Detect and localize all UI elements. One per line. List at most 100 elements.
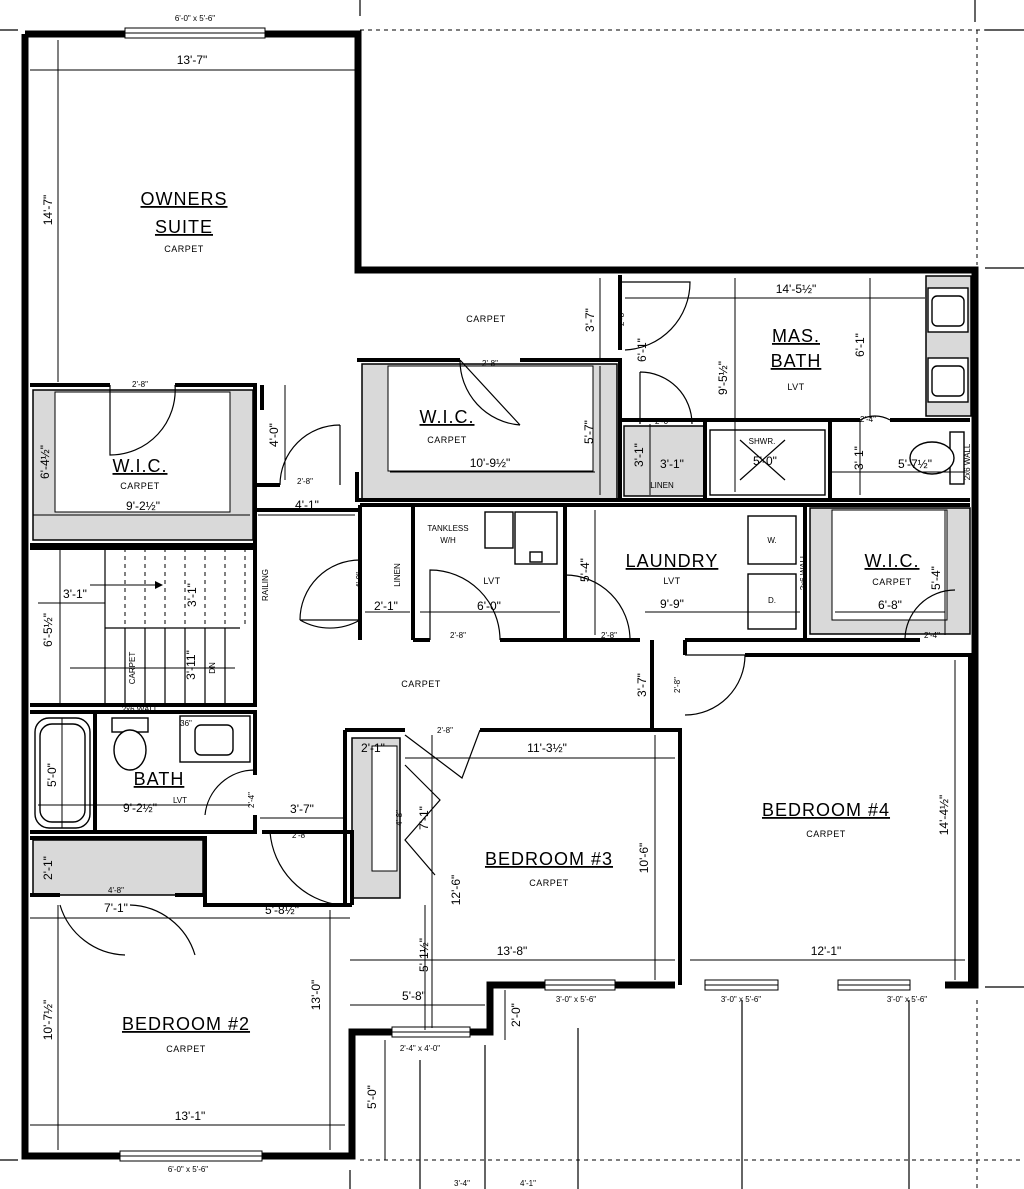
dim-linen-3-1: 3'-1"	[632, 443, 646, 467]
dim-bath-door: 2'-4"	[247, 792, 256, 808]
owners-suite-label: OWNERS	[141, 189, 228, 209]
tankless-label: TANKLESS	[427, 524, 468, 533]
wic-right-floor: CARPET	[872, 577, 912, 587]
laundry-label: LAUNDRY	[626, 551, 719, 571]
window-bottom-mid-label: 2'-4" x 4'-0"	[400, 1044, 440, 1053]
bedroom-4-label: BEDROOM #4	[762, 800, 890, 820]
room-labels: OWNERS SUITE CARPET CARPET W.I.C. CARPET…	[113, 189, 920, 1054]
hall-floor-top: CARPET	[466, 314, 506, 324]
dim-wic-r-h: 5'-4"	[929, 566, 943, 590]
bedroom-3-floor: CARPET	[529, 878, 569, 888]
dim-br2-13-0: 13'-0"	[309, 980, 323, 1011]
dim-linen-2-0: 2'-0"	[655, 417, 671, 426]
bedroom-2-floor: CARPET	[166, 1044, 206, 1054]
dim-br2-closet-4-8: 4'-8"	[108, 886, 124, 895]
dim-laundry-5-4: 5'-4"	[578, 558, 592, 582]
dim-wic-r-door: 2'-4"	[924, 631, 940, 640]
wic-left-floor: CARPET	[120, 481, 160, 491]
dim-linen-3-1b: 3'-1"	[660, 457, 684, 471]
bedroom-3-label: BEDROOM #3	[485, 849, 613, 869]
dim-util-6-0: 6'-0"	[477, 599, 501, 613]
tankless-label-2: W/H	[440, 536, 456, 545]
dim-br2-13-1: 13'-1"	[175, 1109, 206, 1123]
dim-mb-6-1-left: 6'-1"	[635, 338, 649, 362]
dim-stair-3-1b: 3'-1"	[185, 583, 199, 607]
dim-stair-3-11: 3'-11"	[184, 650, 198, 680]
dim-mb-9-5: 9'-5½"	[716, 361, 730, 395]
dim-wic-left-h: 6'-4½"	[38, 445, 52, 479]
dim-closet-4-0: 4'-0"	[355, 572, 364, 588]
windows	[119, 27, 911, 1162]
dim-hall-3-7-top: 3'-7"	[583, 308, 597, 332]
fixtures	[34, 287, 969, 829]
dim-bottom-4-1: 4'-1"	[520, 1179, 536, 1188]
dim-stair-6-5: 6'-5½"	[41, 613, 55, 647]
dim-hall-door-2-8: 2'-8"	[673, 677, 682, 693]
linen-hall-label: LINEN	[393, 563, 402, 587]
dim-suite-w: 13'-7"	[177, 53, 208, 67]
stairs	[70, 548, 246, 705]
bath-floor: LVT	[173, 796, 187, 805]
bath-label: BATH	[134, 769, 185, 789]
mas-bath-label: MAS.	[772, 326, 820, 346]
dim-br3-12-6: 12'-6"	[449, 875, 463, 906]
dimension-labels: 13'-7" 14'-7" 14'-5½" 3'-7" 2'-8" 6'-1" …	[38, 53, 951, 1188]
utility-floor: LVT	[483, 576, 500, 586]
dim-br3-closet-2-1: 2'-1"	[361, 741, 385, 755]
bedroom-2-label: BEDROOM #2	[122, 1014, 250, 1034]
dim-wc-3-1: 3'-1"	[852, 446, 866, 470]
dim-closet-2-1: 2'-1"	[374, 599, 398, 613]
dim-br4-h: 14'-4½"	[937, 795, 951, 836]
dim-br2-5-8: 5'-8½"	[265, 903, 299, 917]
railing-label: RAILING	[261, 569, 270, 601]
owners-suite-label-2: SUITE	[155, 217, 213, 237]
dim-br3-2-0: 2'-0"	[509, 1003, 523, 1027]
stair-dn-label: DN	[208, 662, 217, 674]
window-br4b-label: 3'-0" x 5'-6"	[887, 995, 927, 1004]
window-br3-label: 3'-0" x 5'-6"	[556, 995, 596, 1004]
dim-bath-5-0: 5'-0"	[45, 763, 59, 787]
hall-floor-mid: CARPET	[401, 679, 441, 689]
dim-br2-hall-3-7: 3'-7"	[290, 802, 314, 816]
interior-walls	[30, 275, 972, 985]
dim-wic-left-w: 9'-2½"	[126, 499, 160, 513]
dim-br3-w: 11'-3½"	[527, 741, 567, 755]
dim-br3-closet-4-8: 4'-8"	[395, 810, 404, 826]
vanity-label: 36"	[180, 719, 192, 728]
dim-suite-h: 14'-7"	[41, 195, 55, 226]
dim-br4-w: 12'-1"	[811, 944, 842, 958]
dim-laundry-door: 2'-8"	[601, 631, 617, 640]
stair-carpet-label: CARPET	[128, 652, 137, 685]
bedroom-4-floor: CARPET	[806, 829, 846, 839]
wall-2x6-top-label: 2x6 WALL	[963, 443, 972, 480]
dim-door-2-8-wic: 2'-8"	[482, 359, 498, 368]
wic-right-label: W.I.C.	[865, 551, 920, 571]
window-br4a-label: 3'-0" x 5'-6"	[721, 995, 761, 1004]
wall-2x6-bath-label: 2x6 WALL	[122, 705, 159, 714]
washer-label: W.	[767, 536, 776, 545]
dim-bottom-3-4: 3'-4"	[454, 1179, 470, 1188]
dim-bath-w: 9'-2½"	[123, 801, 157, 815]
laundry-floor: LVT	[663, 576, 680, 586]
dim-br2-closet-2-1: 2'-1"	[41, 856, 55, 880]
annotation-labels: TANKLESS W/H LINEN LINEN SHWR. W. D. RAI…	[122, 437, 972, 728]
dim-br3-closet-7-1: 7'-1"	[417, 806, 431, 830]
mas-bath-floor: LVT	[787, 382, 804, 392]
dim-porch-5-0: 5'-0"	[365, 1085, 379, 1109]
wall-2x6-laundry-label: 2x6 WALL	[799, 553, 808, 590]
dim-wc-5-7: 5'-7½"	[898, 457, 932, 471]
dim-util-door: 2'-8"	[450, 631, 466, 640]
linen-bath-label: LINEN	[650, 481, 674, 490]
dim-stair-3-1: 3'-1"	[63, 587, 87, 601]
doors	[59, 281, 956, 956]
wic-mid-label: W.I.C.	[420, 407, 475, 427]
dim-br3-5-8: 5'-8"	[402, 989, 426, 1003]
dim-hall-3-7: 3'-7"	[635, 673, 649, 697]
dim-mb-6-1-right: 6'-1"	[853, 333, 867, 357]
dim-wic-left-door: 2'-8"	[132, 380, 148, 389]
dim-br3-13-8: 13'-8"	[497, 944, 528, 958]
dim-br3-door: 2'-8"	[437, 726, 453, 735]
window-bottom-left-label: 6'-0" x 5'-6"	[168, 1165, 208, 1174]
dim-door-2-8-mb: 2'-8"	[617, 310, 626, 326]
dim-br2-10-7: 10'-7½"	[41, 1000, 55, 1041]
